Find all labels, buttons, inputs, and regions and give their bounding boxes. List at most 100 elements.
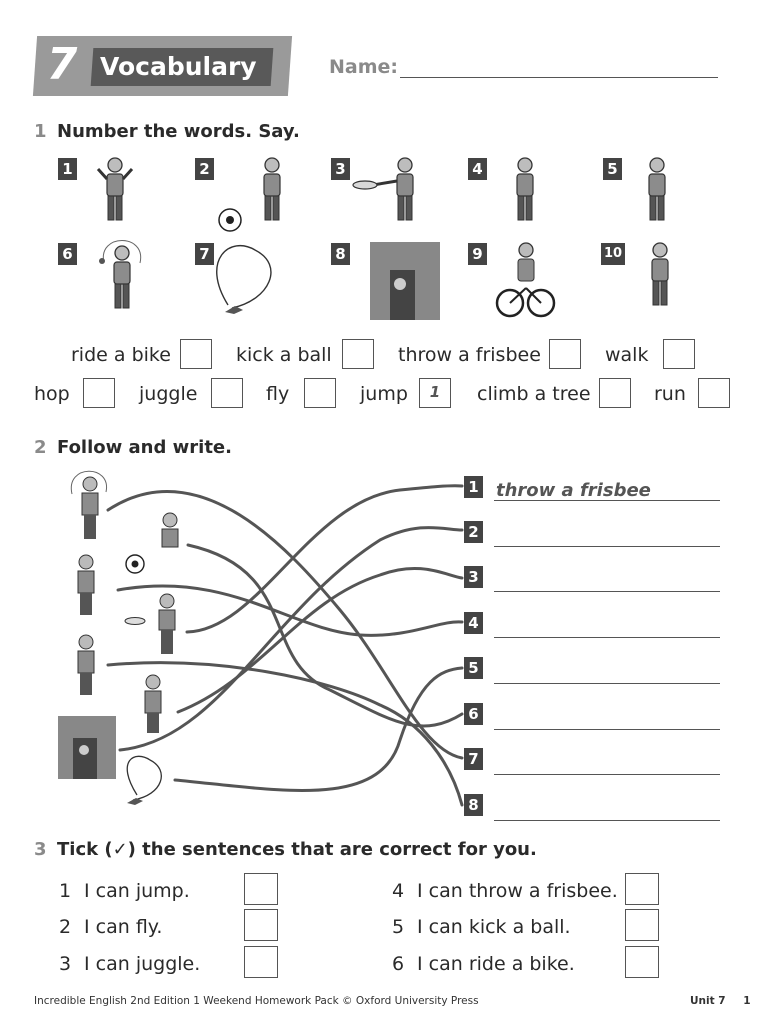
- answer-box[interactable]: [83, 378, 115, 408]
- line-number-tag: 4: [464, 612, 483, 634]
- juggle-picture: [70, 470, 107, 539]
- section3-title: Tick (✓) the sentences that are correct …: [57, 839, 537, 860]
- sentence-text: I can fly.: [84, 916, 163, 938]
- section3-number: 3: [34, 839, 47, 860]
- fly-picture: [216, 245, 272, 314]
- sentence-number: 4: [392, 880, 405, 902]
- word-label: throw a frisbee: [398, 344, 541, 366]
- picture-number-tag: 3: [331, 158, 350, 180]
- answer-box[interactable]: [663, 339, 695, 369]
- picture-number-tag: 4: [468, 158, 487, 180]
- line-number-tag: 1: [464, 476, 483, 498]
- write-line[interactable]: [494, 500, 720, 501]
- walk-picture: [77, 554, 95, 615]
- walk-picture: [516, 157, 534, 221]
- name-label: Name:: [329, 56, 399, 78]
- tick-box[interactable]: [244, 946, 278, 978]
- run-picture: [651, 242, 669, 306]
- fly-picture: [126, 755, 162, 805]
- answer-box[interactable]: [698, 378, 730, 408]
- word-label: juggle: [139, 383, 198, 405]
- hop-picture: [648, 157, 666, 221]
- juggle-picture: [99, 240, 142, 309]
- write-line[interactable]: [494, 591, 720, 592]
- sentence-text: I can juggle.: [84, 953, 201, 975]
- line-number-tag: 5: [464, 657, 483, 679]
- maze-line: [185, 484, 464, 634]
- line-number-tag: 6: [464, 703, 483, 725]
- section2-number: 2: [34, 437, 47, 458]
- footer-unit: Unit 7: [690, 995, 726, 1007]
- maze-line: [116, 584, 464, 637]
- write-line[interactable]: [494, 820, 720, 821]
- maze-line: [186, 543, 464, 728]
- kick-ball-picture: [218, 157, 281, 232]
- write-line[interactable]: [494, 637, 720, 638]
- picture-number-tag: 8: [331, 243, 350, 265]
- tick-box[interactable]: [625, 873, 659, 905]
- footer-credit: Incredible English 2nd Edition 1 Weekend…: [34, 995, 479, 1007]
- maze-illustrations: [58, 470, 179, 805]
- section1-number: 1: [34, 121, 47, 142]
- answer-box[interactable]: [211, 378, 243, 408]
- sentence-text: I can ride a bike.: [417, 953, 575, 975]
- sentence-text: I can jump.: [84, 880, 190, 902]
- maze-lines: [106, 484, 464, 807]
- write-line[interactable]: [494, 774, 720, 775]
- activity-illustrations: [96, 157, 669, 320]
- footer-page: Unit 7 1: [690, 995, 751, 1007]
- line-number-tag: 3: [464, 566, 483, 588]
- kick-ball-picture: [125, 512, 179, 574]
- picture-number-tag: 6: [58, 243, 77, 265]
- throw-frisbee-picture: [124, 593, 176, 654]
- picture-number-tag: 9: [468, 243, 487, 265]
- tick-box[interactable]: [244, 873, 278, 905]
- maze-line: [173, 666, 464, 792]
- answer-box[interactable]: 1: [419, 378, 451, 408]
- answer-box[interactable]: [549, 339, 581, 369]
- maze-line: [118, 526, 464, 752]
- line-number-tag: 7: [464, 748, 483, 770]
- answer-box[interactable]: [180, 339, 212, 369]
- write-line[interactable]: [494, 546, 720, 547]
- written-answer: throw a frisbee: [496, 480, 651, 501]
- unit-number: 7: [46, 39, 78, 90]
- write-line[interactable]: [494, 729, 720, 730]
- maze-line: [106, 661, 464, 807]
- picture-number-tag: 2: [195, 158, 214, 180]
- sentence-number: 5: [392, 916, 405, 938]
- throw-frisbee-picture: [352, 157, 414, 221]
- write-line[interactable]: [494, 683, 720, 684]
- tick-box[interactable]: [625, 909, 659, 941]
- sentence-text: I can throw a frisbee.: [417, 880, 618, 902]
- sentence-number: 1: [59, 880, 72, 902]
- section1-title: Number the words. Say.: [57, 121, 300, 142]
- answer-box[interactable]: [599, 378, 631, 408]
- line-number-tag: 8: [464, 794, 483, 816]
- climb-tree-picture: [370, 242, 440, 320]
- picture-number-tag: 1: [58, 158, 77, 180]
- name-field[interactable]: [400, 77, 718, 78]
- answer-box[interactable]: [304, 378, 336, 408]
- word-label: kick a ball: [236, 344, 332, 366]
- jump-picture: [96, 157, 134, 221]
- tick-box[interactable]: [625, 946, 659, 978]
- climb-tree-picture: [58, 716, 116, 779]
- word-label: hop: [34, 383, 70, 405]
- page-number: 1: [743, 995, 751, 1007]
- jump-picture: [144, 674, 162, 733]
- word-label: run: [654, 383, 686, 405]
- ride-bike-picture: [495, 242, 556, 318]
- hop-picture: [77, 634, 95, 695]
- tick-box[interactable]: [244, 909, 278, 941]
- sentence-text: I can kick a ball.: [417, 916, 571, 938]
- sentence-number: 2: [59, 916, 72, 938]
- word-label: jump: [360, 383, 408, 405]
- sentence-number: 3: [59, 953, 72, 975]
- answer-box[interactable]: [342, 339, 374, 369]
- picture-number-tag: 7: [195, 243, 214, 265]
- sentence-number: 6: [392, 953, 405, 975]
- page-title: Vocabulary: [100, 52, 257, 81]
- word-label: ride a bike: [71, 344, 171, 366]
- word-label: climb a tree: [477, 383, 591, 405]
